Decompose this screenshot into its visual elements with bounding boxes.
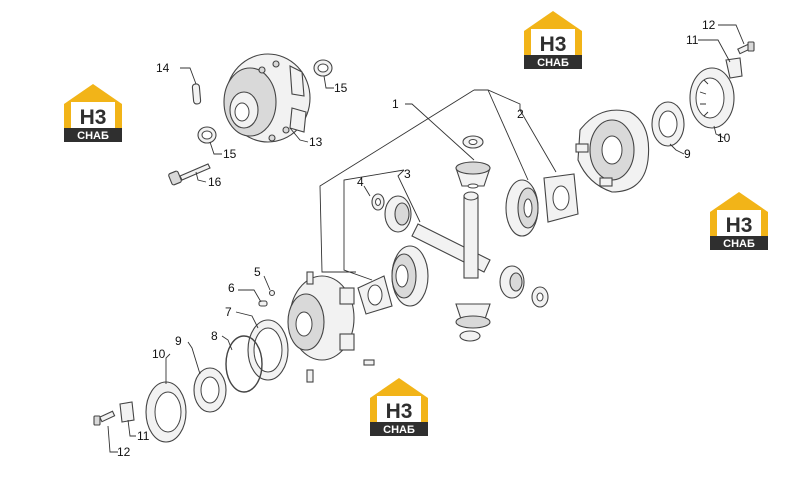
- snap-ring-part-8: [225, 335, 263, 393]
- bolt-part-16: [168, 163, 211, 186]
- pinion-gear-right: [499, 265, 525, 299]
- logo-mark: Н3: [386, 400, 413, 423]
- bearing-cup-part-7: [247, 319, 289, 381]
- seal-part-9-lower: [193, 367, 227, 413]
- logo-word: СНАБ: [723, 238, 755, 250]
- adjusting-ring-part-10-lower: [145, 381, 187, 443]
- callout-16: 16: [208, 175, 222, 189]
- lock-plate-part-11-upper: [725, 57, 743, 79]
- side-gear-left: [391, 245, 429, 307]
- callout-labels: 1 2 3 4 5 6 7 8 9 9 10 10 11 11 12 12 13…: [117, 18, 731, 459]
- callout-1: 1: [392, 97, 399, 111]
- callout-10-lower: 10: [152, 347, 166, 361]
- callout-7: 7: [225, 305, 232, 319]
- callout-6: 6: [228, 281, 235, 295]
- logo-word: СНАБ: [77, 130, 109, 142]
- cross-shaft: [411, 191, 491, 279]
- bolt-part-12-upper: [737, 41, 755, 55]
- callout-15-lower: 15: [223, 147, 237, 161]
- housing-half-left: [287, 271, 375, 383]
- callout-13: 13: [309, 135, 323, 149]
- bushing-part-15-lower: [197, 126, 217, 144]
- pinion-gear-bottom: [455, 303, 491, 342]
- differential-housing-assembly: [223, 53, 311, 143]
- bushing-part-15-upper: [313, 59, 333, 77]
- ball-part-5: [268, 289, 276, 297]
- callout-8: 8: [211, 329, 218, 343]
- leader-lines: [107, 24, 745, 453]
- brand-logo-top: Н3 СНАБ: [522, 9, 584, 71]
- bolt-part-12-lower: [93, 410, 116, 426]
- thrust-disc-left: [357, 275, 393, 315]
- adjusting-ring-part-10-upper: [689, 67, 735, 129]
- logo-mark: Н3: [726, 214, 753, 237]
- callout-5: 5: [254, 265, 261, 279]
- callout-12-lower: 12: [117, 445, 131, 459]
- brand-logo-left: Н3 СНАБ: [62, 82, 124, 144]
- thrust-disc-right: [543, 173, 579, 223]
- callout-9-upper: 9: [684, 147, 691, 161]
- callout-9-lower: 9: [175, 334, 182, 348]
- callout-3: 3: [404, 167, 411, 181]
- callout-4: 4: [357, 175, 364, 189]
- pinion-gear-left: [384, 195, 412, 233]
- callout-11-upper: 11: [686, 33, 699, 47]
- callout-15-upper: 15: [334, 81, 348, 95]
- callout-10-upper: 10: [717, 131, 731, 145]
- pin-part-14: [191, 83, 202, 105]
- thrust-washer-top: [462, 135, 484, 149]
- logo-mark: Н3: [80, 106, 107, 129]
- seal-part-9-upper: [651, 101, 685, 147]
- callout-14: 14: [156, 61, 170, 75]
- logo-mark: Н3: [540, 33, 567, 56]
- housing-half-right: [575, 109, 650, 193]
- pinion-gear-top: [455, 161, 491, 189]
- logo-word: СНАБ: [383, 424, 415, 436]
- thrust-washer-right: [531, 286, 549, 308]
- lock-plate-part-11-lower: [119, 401, 135, 423]
- callout-12-upper: 12: [702, 18, 716, 32]
- logo-word: СНАБ: [537, 57, 569, 69]
- side-gear-right: [505, 179, 539, 237]
- callout-2: 2: [517, 107, 524, 121]
- callout-11-lower: 11: [137, 429, 150, 443]
- side-washer-part-4: [371, 193, 385, 211]
- brand-logo-bottom: Н3 СНАБ: [368, 376, 430, 438]
- brand-logo-right: Н3 СНАБ: [708, 190, 770, 252]
- pin-part-6: [258, 300, 268, 307]
